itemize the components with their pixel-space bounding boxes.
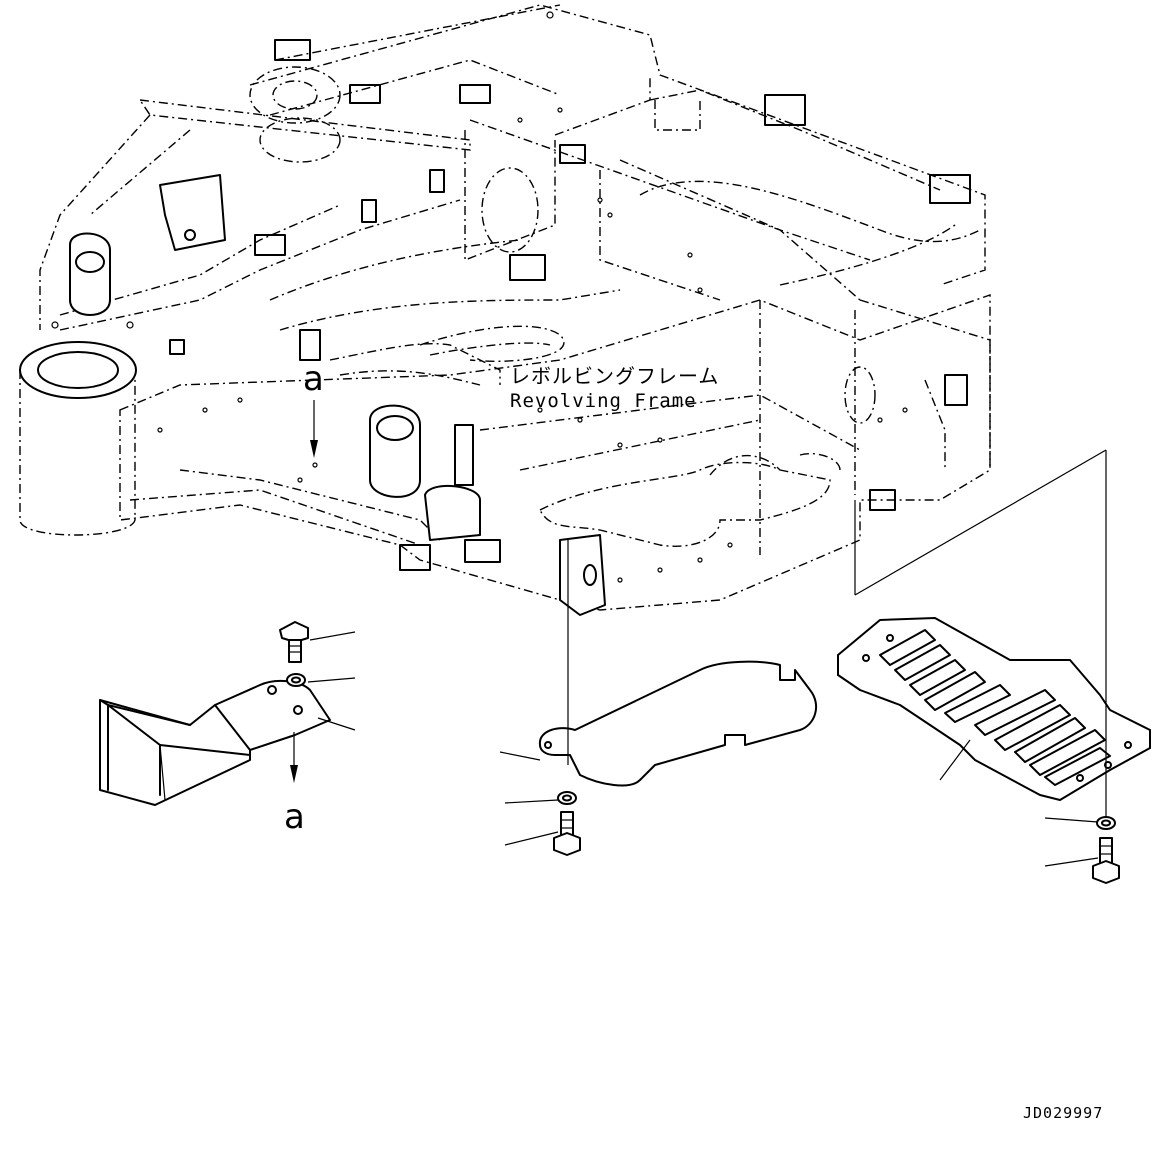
view-marker-bottom: a [284,797,305,837]
left-washer [286,673,306,687]
left-bolt [279,621,309,663]
revolving-frame [19,4,991,616]
left-leader-lines [307,631,356,731]
center-bolt [553,811,581,856]
anti-slip-ribs [879,629,1111,786]
frame-label-jp: レボルビングフレーム [510,364,719,388]
view-marker-top: a [303,359,324,399]
right-leader-lines [854,449,1107,867]
drawing-number: JD029997 [1023,1104,1103,1122]
view-arrow-bottom [290,732,298,783]
right-bolt [1092,837,1120,884]
right-washer [1096,816,1116,830]
center-washer [557,791,577,805]
left-cover [99,679,331,806]
frame-label-en: Revolving Frame [510,390,697,412]
center-leader-lines [499,540,569,846]
center-plate [538,660,818,787]
right-step-plate [837,617,1151,801]
view-arrow-top [310,400,318,458]
